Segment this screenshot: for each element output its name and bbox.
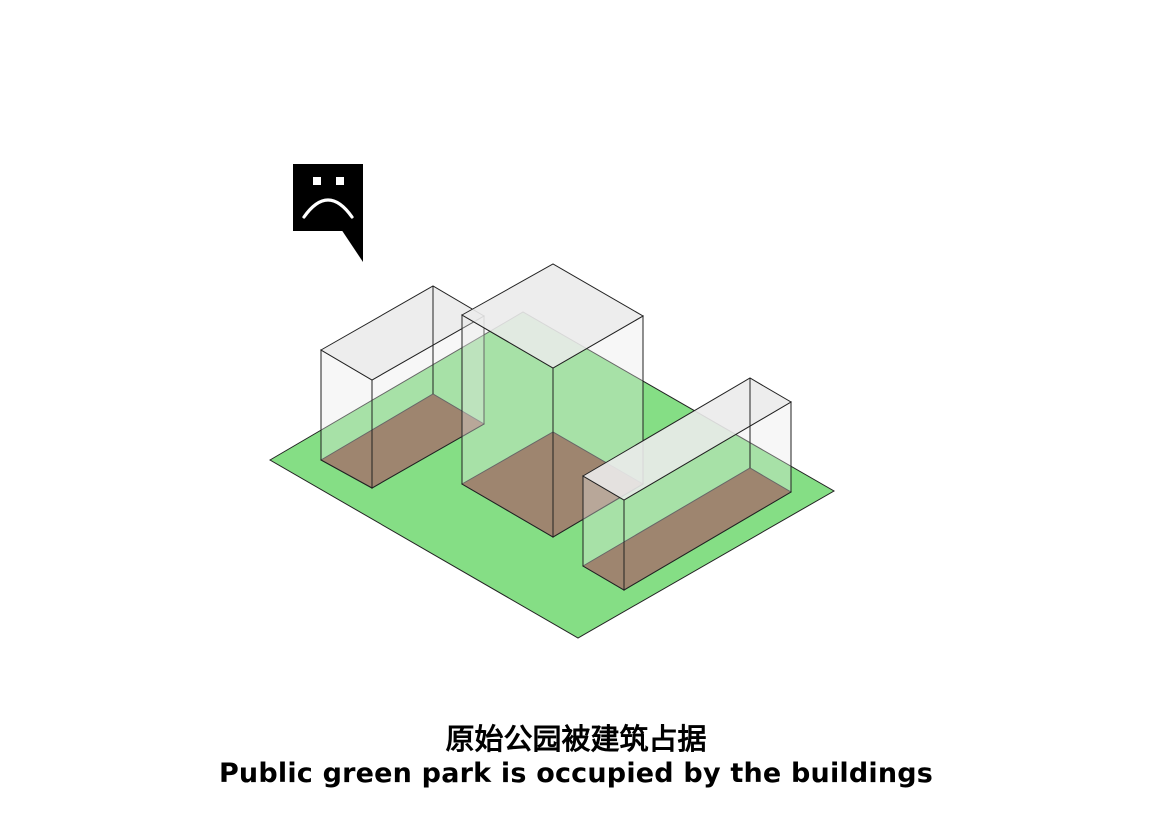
caption-english: Public green park is occupied by the bui… <box>218 758 934 789</box>
frown-mouth <box>302 198 354 219</box>
building-3-roof <box>582 377 792 501</box>
right-eye <box>336 177 344 185</box>
building-2 <box>460 263 644 538</box>
building-1 <box>320 285 485 489</box>
building-2-roof <box>460 263 644 369</box>
sad-face-speech-bubble-icon <box>293 164 363 262</box>
left-eye <box>313 177 321 185</box>
caption-chinese: 原始公园被建筑占据 <box>445 722 707 756</box>
building-3 <box>582 377 792 591</box>
